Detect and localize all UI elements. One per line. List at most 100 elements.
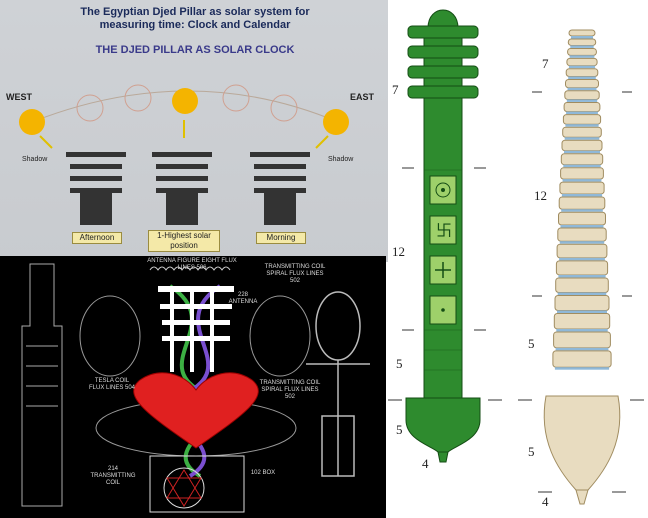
intervertebral-disc: [558, 293, 607, 296]
energy-diagram-graphic: [0, 256, 386, 518]
coccyx: [576, 490, 588, 504]
caption-afternoon: Afternoon: [72, 232, 122, 244]
spine-number-5b: 5: [528, 444, 535, 460]
intervertebral-disc: [565, 137, 600, 140]
intervertebral-disc: [559, 258, 605, 261]
vertebra: [568, 48, 597, 55]
intervertebral-disc: [556, 348, 609, 351]
swastika-symbol-icon: 卐: [436, 221, 452, 240]
left-djed-outline: [22, 264, 62, 506]
djed-number-12: 12: [392, 244, 405, 260]
label-antenna: 228 ANTENNA: [226, 292, 260, 306]
djed-number-5a: 5: [396, 356, 403, 372]
vertebra: [564, 102, 600, 111]
vertebra: [554, 314, 609, 329]
shadow-label-left: Shadow: [22, 156, 47, 163]
djed-top-cap: [428, 10, 458, 28]
intervertebral-disc: [563, 179, 602, 182]
intervertebral-disc: [569, 66, 595, 69]
djed-shaft: [424, 98, 462, 398]
vertebra: [566, 69, 598, 77]
vertebra: [555, 296, 609, 311]
vertebra: [558, 228, 606, 241]
green-djed-graphic: 卐: [388, 0, 518, 518]
djed-capital-plates: [408, 26, 478, 98]
intervertebral-disc: [567, 99, 597, 102]
sun-position-circle: [77, 95, 103, 121]
caption-morning: Morning: [256, 232, 306, 244]
djed-left: [66, 152, 126, 225]
djed-number-7: 7: [392, 82, 399, 98]
triangle-down: [167, 478, 201, 506]
flux-loop-left: [80, 296, 140, 376]
intervertebral-disc: [565, 124, 598, 127]
djed-number-4: 4: [422, 456, 429, 472]
intervertebral-disc: [558, 275, 605, 278]
label-transmitting-coil-bottom: 214 TRANSMITTING COIL: [86, 466, 140, 487]
vertebra: [563, 127, 602, 137]
vertebra: [557, 244, 607, 258]
spine-graphic: [518, 0, 648, 518]
djed-right: [250, 152, 310, 225]
vertebra: [554, 332, 611, 348]
intervertebral-disc: [570, 45, 593, 48]
dot-symbol-icon: [441, 308, 445, 312]
vertebra: [568, 39, 595, 45]
label-transmitting-coil-right: TRANSMITTING COIL SPIRAL FLUX LINES 502: [258, 380, 322, 401]
sun-position-circle: [125, 85, 151, 111]
apparatus-stack: [158, 286, 234, 372]
spine-number-12: 12: [534, 188, 547, 204]
intervertebral-disc: [562, 194, 602, 197]
vertebra: [553, 351, 611, 367]
djed-energy-diagram: ANTENNA FIGURE EIGHT FLUX LINES 506 TRAN…: [0, 256, 386, 518]
sun-west-icon: [19, 109, 45, 135]
sun-position-circle: [223, 85, 249, 111]
vertebra: [565, 91, 599, 100]
intervertebral-disc: [561, 209, 603, 212]
intervertebral-disc: [571, 36, 593, 39]
caption-highest: 1-Highest solar position: [148, 230, 220, 252]
vertebra: [561, 168, 604, 179]
intervertebral-disc: [566, 112, 598, 115]
intervertebral-disc: [568, 88, 597, 91]
vertebra: [567, 58, 597, 65]
vertebrae-stack: [553, 30, 611, 370]
intervertebral-disc: [563, 165, 600, 168]
sun-zenith-icon: [172, 88, 198, 114]
djed-tip: [438, 452, 448, 462]
vertebra: [563, 115, 600, 125]
vertebra: [560, 182, 604, 194]
vertebra: [556, 278, 609, 293]
intervertebral-disc: [561, 225, 604, 228]
solar-clock-graphic: [0, 0, 388, 262]
intervertebral-disc: [560, 241, 604, 244]
vertebra: [559, 212, 606, 225]
vertebra: [561, 154, 602, 165]
label-transmitting-coil-top: TRANSMITTING COIL SPIRAL FLUX LINES 502: [262, 264, 328, 285]
djed-number-5b: 5: [396, 422, 403, 438]
intervertebral-disc: [555, 367, 609, 370]
intervertebral-disc: [568, 77, 596, 80]
heart-icon: [134, 373, 259, 448]
solar-clock-panel: The Egyptian Djed Pillar as solar system…: [0, 0, 388, 262]
intervertebral-disc: [564, 151, 600, 154]
shadow-label-right: Shadow: [328, 156, 353, 163]
spine-number-4: 4: [542, 494, 549, 510]
human-spine-panel: 7 12 5 5 4: [518, 0, 648, 518]
vertebra: [569, 30, 595, 36]
sun-east-icon: [323, 109, 349, 135]
sun-position-circle: [271, 95, 297, 121]
djed-base: [406, 398, 480, 452]
vertebra: [556, 261, 607, 275]
label-tesla-coil: TESLA COIL FLUX LINES 504: [88, 378, 136, 392]
sacrum: [544, 396, 620, 490]
intervertebral-disc: [557, 311, 607, 314]
green-djed-pillar-panel: 卐 7 12 5 5 4: [388, 0, 518, 518]
vertebra: [566, 80, 599, 88]
label-antenna-figure-eight: ANTENNA FIGURE EIGHT FLUX LINES 506: [146, 258, 238, 272]
vertebra: [562, 140, 602, 151]
hexagram-circle: [164, 468, 204, 508]
vertebra: [559, 197, 605, 209]
spine-number-7: 7: [542, 56, 549, 72]
intervertebral-disc: [556, 329, 607, 332]
